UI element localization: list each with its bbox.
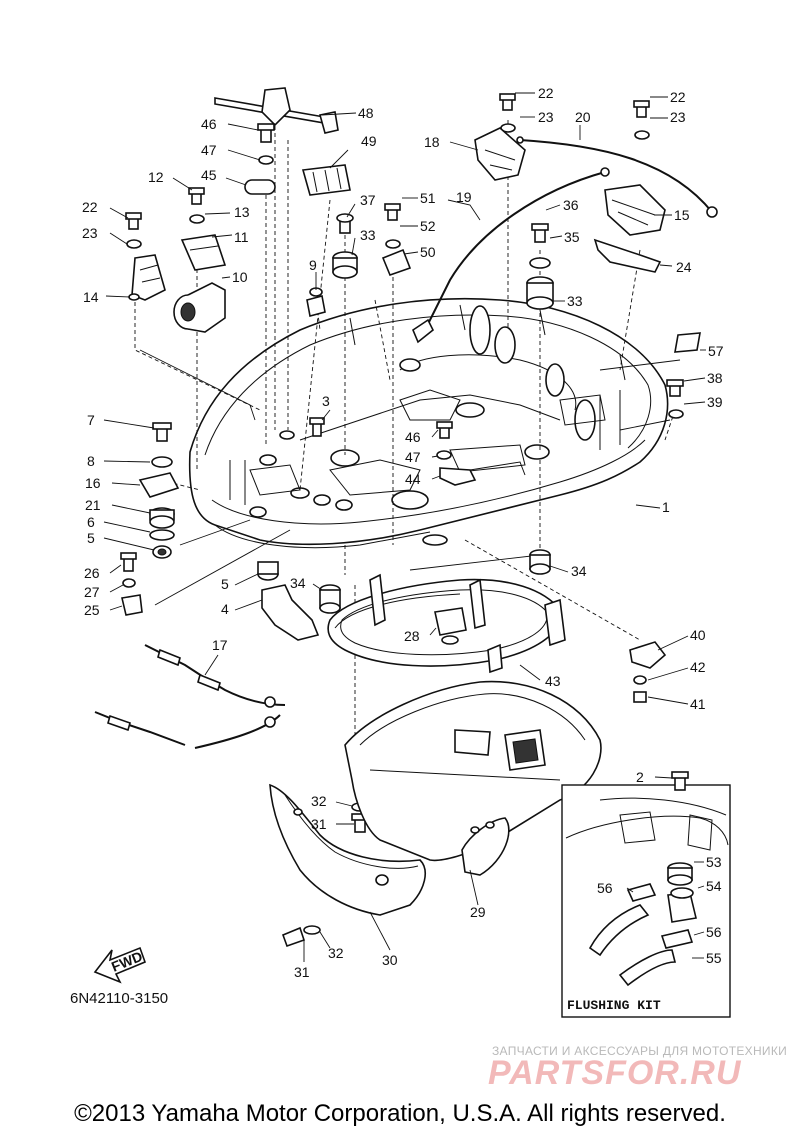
callout-1: 1 (662, 499, 670, 515)
hardware (120, 87, 701, 948)
callout-10: 10 (232, 269, 248, 285)
callout-57: 57 (708, 343, 724, 359)
callout-23c: 23 (670, 109, 686, 125)
callout-12: 12 (148, 169, 164, 185)
callout-41: 41 (690, 696, 706, 712)
callout-56a: 56 (597, 880, 613, 896)
callout-23b: 23 (538, 109, 554, 125)
callout-44: 44 (405, 471, 421, 487)
callout-29: 29 (470, 904, 486, 920)
callout-47b: 47 (405, 449, 421, 465)
callout-27: 27 (84, 584, 100, 600)
callout-19: 19 (456, 189, 472, 205)
copyright-footer: ©2013 Yamaha Motor Corporation, U.S.A. A… (74, 1100, 726, 1127)
callout-9: 9 (309, 257, 317, 273)
callout-33b: 33 (567, 293, 583, 309)
callout-35: 35 (564, 229, 580, 245)
callout-26: 26 (84, 565, 100, 581)
lower-cowling-front (344, 680, 602, 876)
callout-14: 14 (83, 289, 99, 305)
callout-52: 52 (420, 218, 436, 234)
callout-54: 54 (706, 878, 722, 894)
callout-39: 39 (707, 394, 723, 410)
callout-36: 36 (563, 197, 579, 213)
callout-43: 43 (545, 673, 561, 689)
callout-55: 55 (706, 950, 722, 966)
callout-22a: 22 (82, 199, 98, 215)
diagram-code: 6N42110-3150 (70, 990, 169, 1007)
callout-28: 28 (404, 628, 420, 644)
callout-5b: 5 (221, 576, 229, 592)
callout-20: 20 (575, 109, 591, 125)
callout-24: 24 (676, 259, 692, 275)
side-panel (269, 783, 426, 916)
callout-6: 6 (87, 514, 95, 530)
callout-56b: 56 (706, 924, 722, 940)
callout-22c: 22 (670, 89, 686, 105)
watermark-tagline: ЗАПЧАСТИ И АКСЕССУАРЫ ДЛЯ МОТОТЕХНИКИ (492, 1044, 788, 1058)
fwd-label: FWD (109, 948, 145, 975)
bottom-cowling (188, 297, 669, 549)
callout-23a: 23 (82, 225, 98, 241)
callout-7: 7 (87, 412, 95, 428)
callout-25: 25 (84, 602, 100, 618)
callout-38: 38 (707, 370, 723, 386)
callout-4: 4 (221, 601, 229, 617)
callout-31a: 31 (311, 816, 327, 832)
callout-33a: 33 (360, 227, 376, 243)
callout-48: 48 (358, 105, 374, 121)
callout-40: 40 (690, 627, 706, 643)
callout-47a: 47 (201, 142, 217, 158)
callout-37: 37 (360, 192, 376, 208)
callout-46a: 46 (201, 116, 217, 132)
callout-5a: 5 (87, 530, 95, 546)
callout-15: 15 (674, 207, 690, 223)
cables (94, 136, 718, 749)
callout-labels: 48 46 47 45 49 12 13 22 23 11 10 14 9 37… (82, 85, 724, 980)
flushing-kit-inset (561, 771, 731, 1018)
callout-34b: 34 (571, 563, 587, 579)
callout-11: 11 (234, 229, 249, 245)
callout-21: 21 (85, 497, 101, 513)
callout-32b: 32 (328, 945, 344, 961)
callout-34a: 34 (290, 575, 306, 591)
watermark-logo: PARTSFOR.RU (488, 1054, 742, 1092)
callout-31b: 31 (294, 964, 310, 980)
callout-3: 3 (322, 393, 330, 409)
callout-13: 13 (234, 204, 250, 220)
callout-42: 42 (690, 659, 706, 675)
callout-30: 30 (382, 952, 398, 968)
callout-53: 53 (706, 854, 722, 870)
callout-leaders (103, 92, 706, 962)
fwd-arrow: FWD (93, 946, 147, 984)
callout-2: 2 (636, 769, 644, 785)
callout-45: 45 (201, 167, 217, 183)
callout-49: 49 (361, 133, 377, 149)
callout-22b: 22 (538, 85, 554, 101)
rubber-seal (327, 573, 566, 674)
callout-50: 50 (420, 244, 436, 260)
callout-32a: 32 (311, 793, 327, 809)
callout-46b: 46 (405, 429, 421, 445)
callout-51: 51 (420, 190, 436, 206)
callout-8: 8 (87, 453, 95, 469)
flushing-kit-title: FLUSHING KIT (567, 998, 661, 1013)
callout-18: 18 (424, 134, 440, 150)
callout-16: 16 (85, 475, 101, 491)
callout-17: 17 (212, 637, 228, 653)
